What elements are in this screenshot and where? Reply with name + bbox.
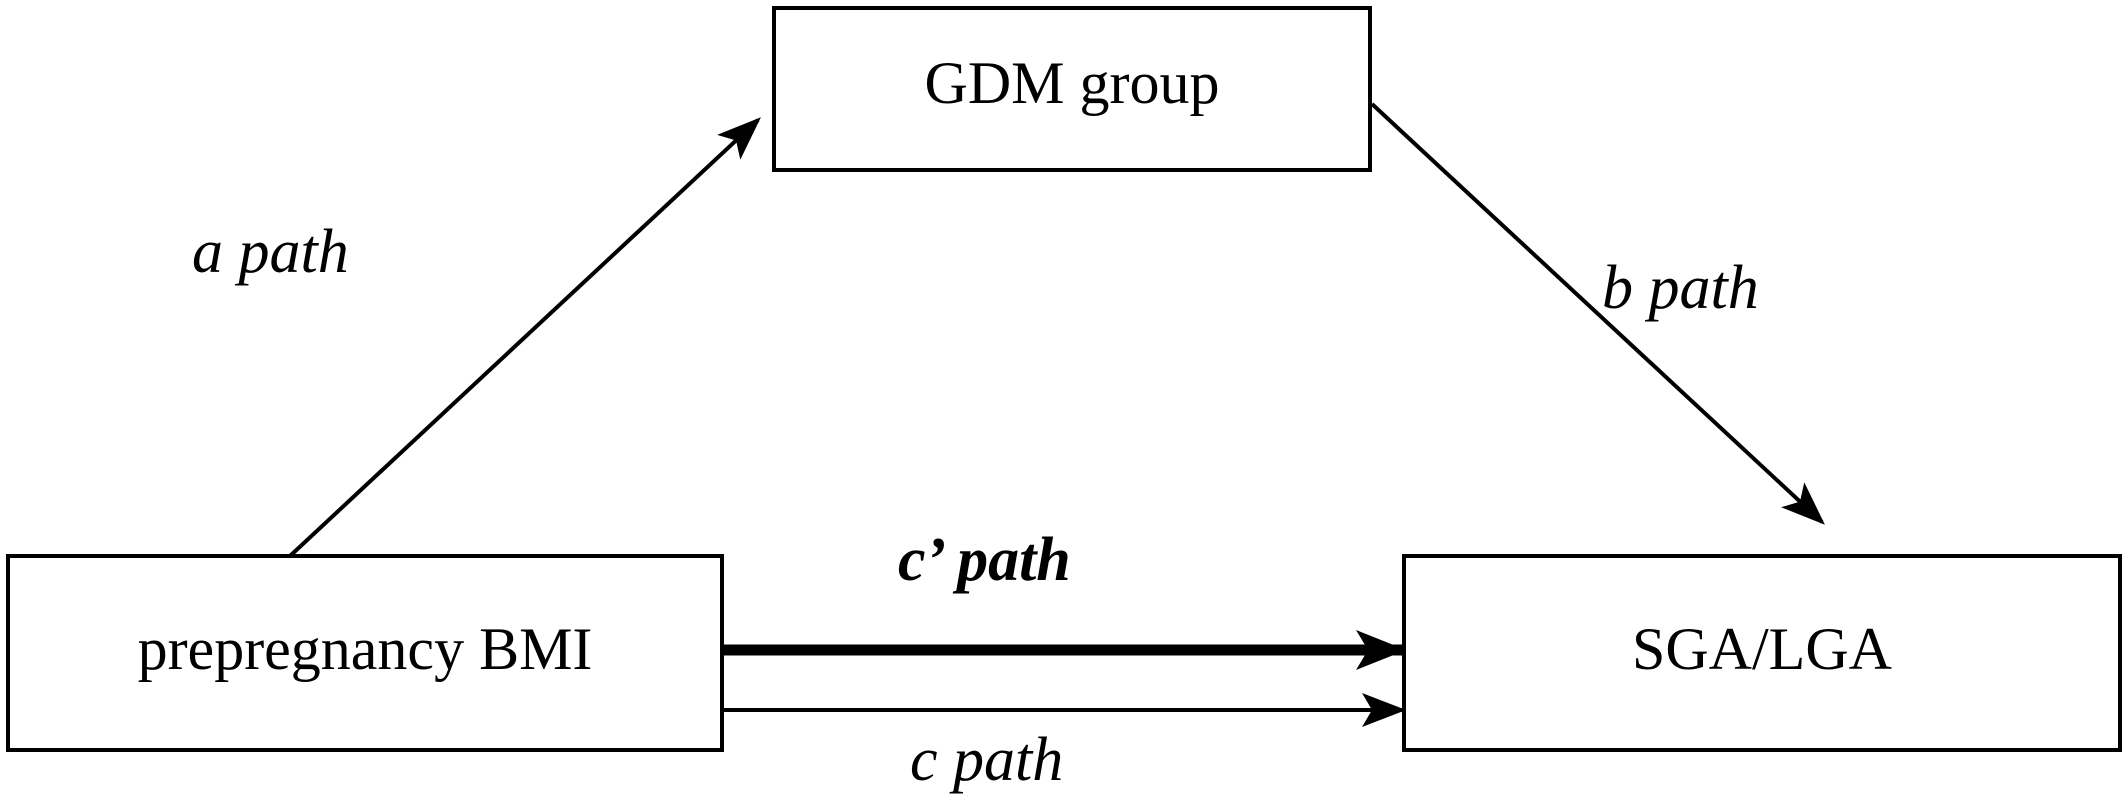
b-path-arrow (1370, 102, 1825, 525)
outcome-node: SGA/LGA (1402, 554, 2122, 752)
predictor-label: prepregnancy BMI (138, 616, 593, 682)
b-path-label: b path (1602, 254, 1759, 322)
outcome-label: SGA/LGA (1632, 616, 1892, 682)
c-path-label: c path (910, 726, 1063, 794)
mediator-box (772, 6, 1372, 172)
a-path-arrow (288, 117, 761, 558)
mediator-node: GDM group (772, 6, 1372, 172)
c-prime-path-label: c’ path (898, 526, 1071, 594)
outcome-box (1402, 554, 2122, 752)
predictor-box (6, 554, 724, 752)
predictor-node: prepregnancy BMI (6, 554, 724, 752)
a-path-label: a path (192, 218, 349, 286)
mediator-label: GDM group (925, 50, 1220, 116)
